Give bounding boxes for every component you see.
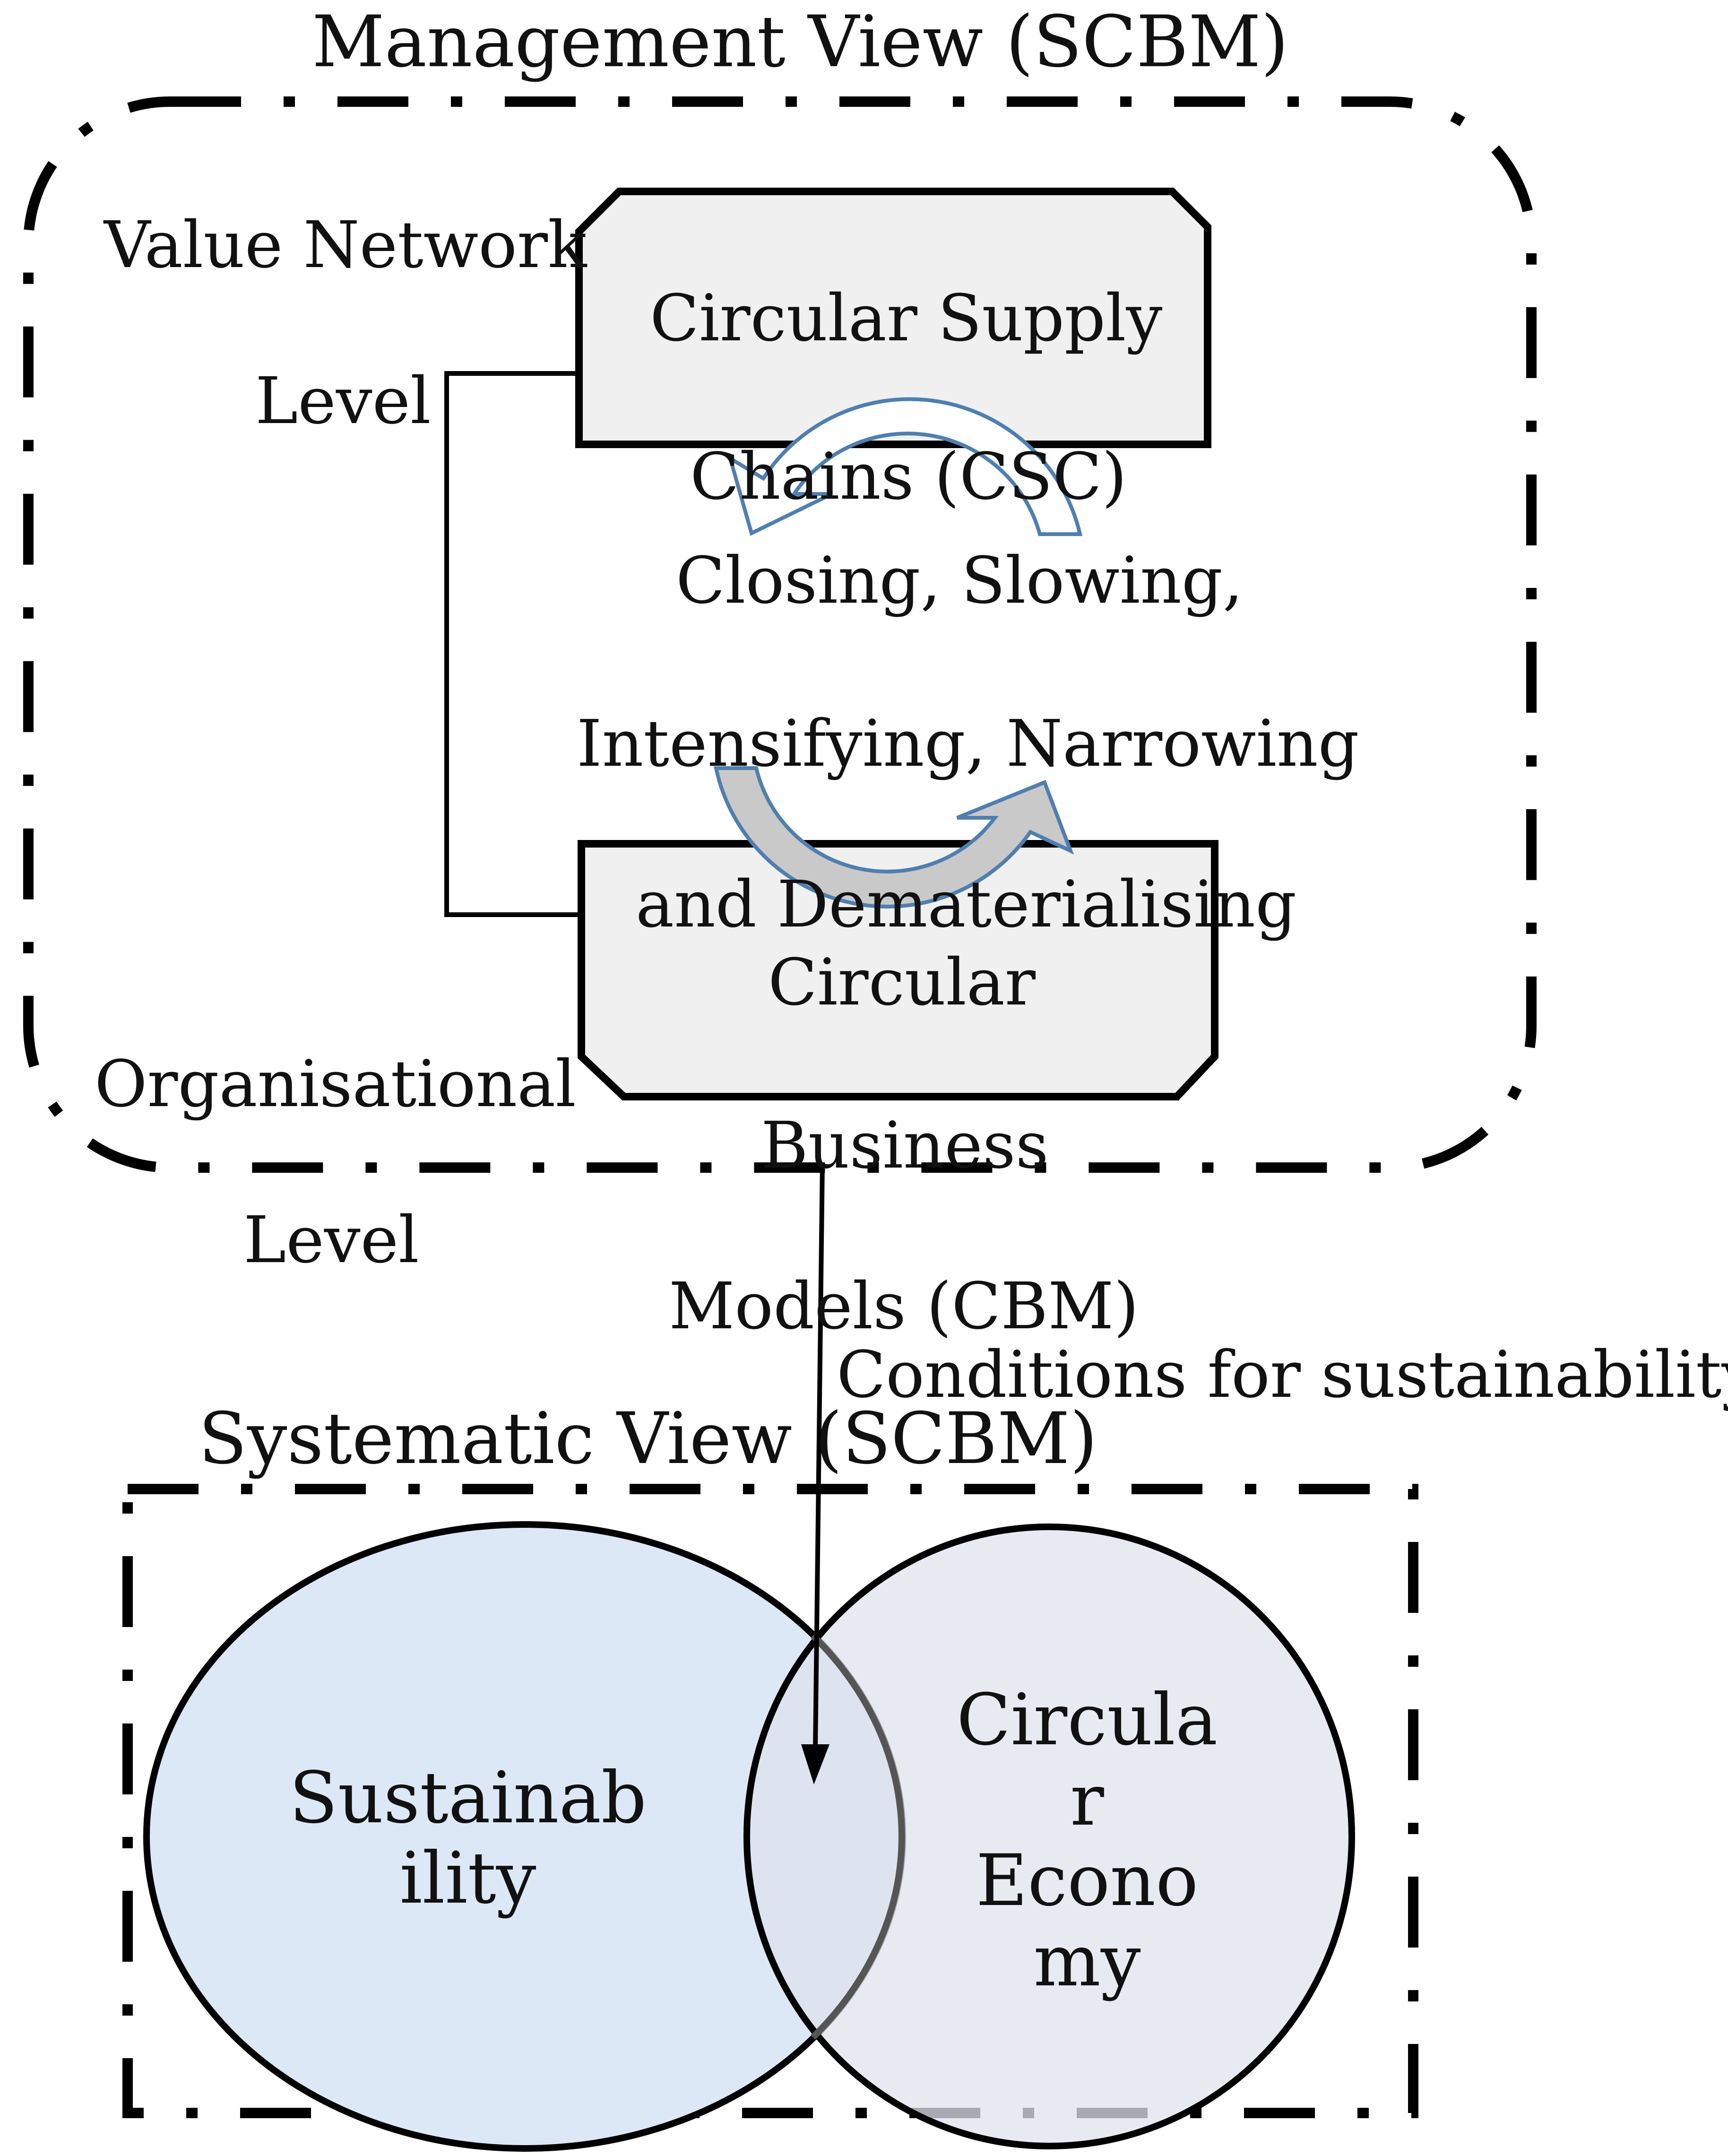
sustainability-label-line2: ility	[400, 1837, 536, 1920]
circular-economy-label-line2: r	[1070, 1759, 1104, 1842]
sustainability-label: Sustainab	[289, 1757, 647, 1839]
cbm-box-title: Circular	[768, 945, 1036, 1020]
cbm-box-title-line2: Business	[761, 1108, 1048, 1183]
cbm-box-title-line3: Models (CBM)	[669, 1269, 1139, 1344]
sustainability-condition-arrow-line	[813, 1162, 825, 1749]
csc-box	[575, 188, 1211, 448]
strategy-line-2: Intensifying, Narrowing	[577, 707, 1359, 781]
strategy-line-3: and Dematerialising	[636, 867, 1296, 942]
cbm-box	[578, 840, 1218, 1100]
sustainability-condition-arrow-head	[801, 1744, 829, 1784]
circular-economy-label-line3: Econo	[976, 1840, 1199, 1922]
organisational-level-label: Organisational	[95, 1047, 576, 1122]
circular-economy-label-line4: my	[1034, 1920, 1141, 2002]
level-connector-line	[444, 371, 581, 917]
cycle-arrow-lower	[714, 766, 1074, 909]
management-view-frame	[23, 96, 1537, 1173]
conditions-for-sustainability-label: Conditions for sustainability	[837, 1338, 1728, 1412]
systematic-view-frame	[122, 1484, 1418, 2118]
circular-economy-circle	[743, 1524, 1355, 2149]
venn-overlap-outline	[811, 1633, 905, 2040]
value-network-level-label: Value Network	[103, 208, 588, 283]
management-view-title: Management View (SCBM)	[312, 1, 1288, 83]
circular-economy-label: Circula	[957, 1679, 1218, 1761]
cycle-arrow-upper	[727, 397, 1083, 536]
strategy-line-1: Closing, Slowing,	[676, 544, 1243, 618]
csc-box-title: Circular Supply	[650, 281, 1163, 356]
organisational-level-label-line2: Level	[243, 1203, 419, 1278]
systematic-view-title: Systematic View (SCBM)	[199, 1398, 1097, 1480]
value-network-level-label-line2: Level	[255, 364, 431, 439]
csc-box-title-line2: Chains (CSC)	[690, 440, 1127, 514]
